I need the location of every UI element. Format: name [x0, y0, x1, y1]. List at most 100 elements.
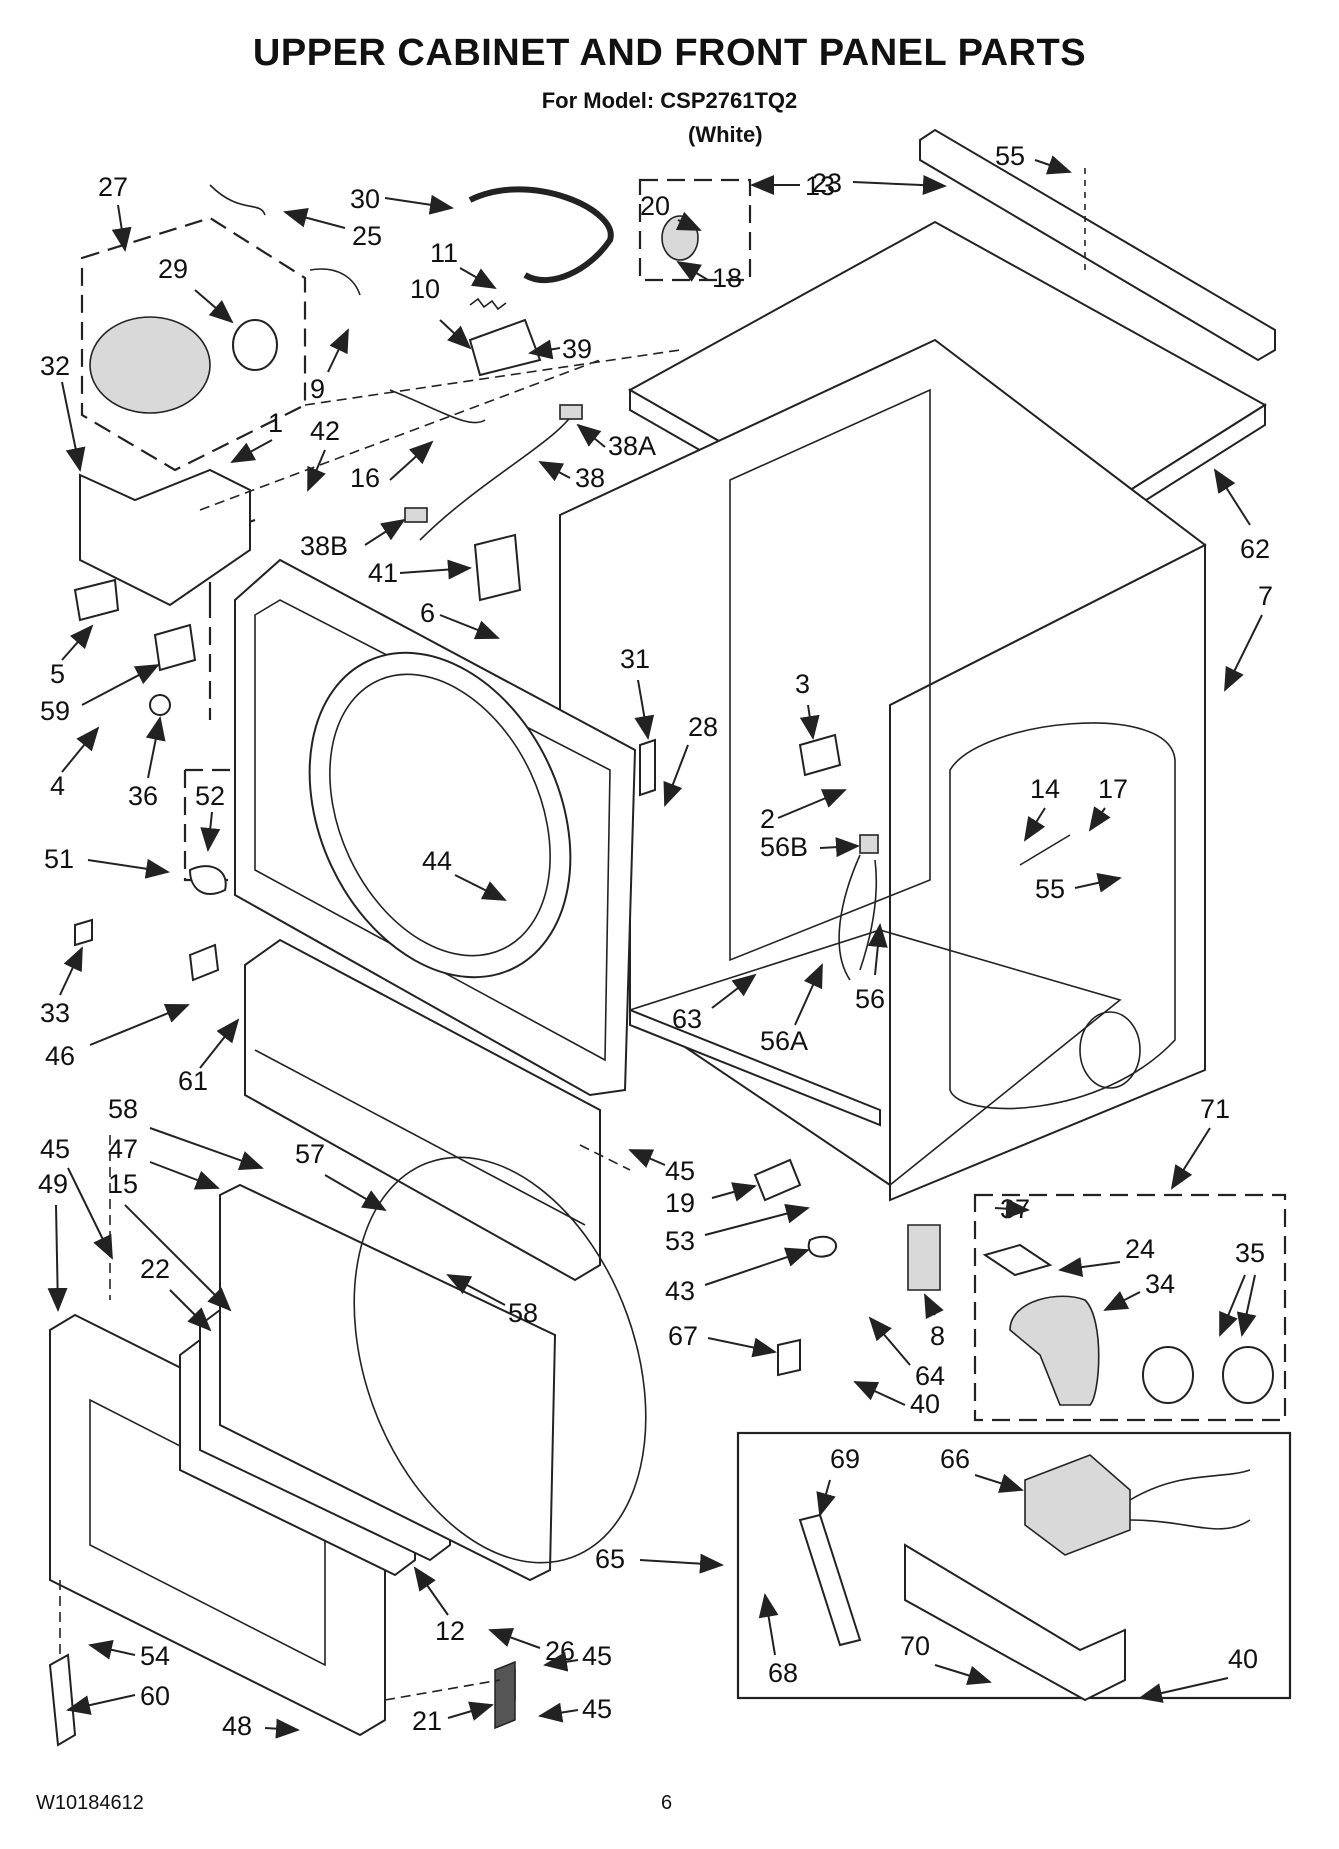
svg-text:54: 54: [140, 1641, 170, 1671]
svg-text:47: 47: [108, 1134, 138, 1164]
svg-text:13: 13: [805, 171, 835, 201]
vertical-bracket-31: [639, 738, 656, 797]
svg-text:58: 58: [508, 1298, 538, 1328]
svg-text:55: 55: [995, 141, 1025, 171]
grommet: [807, 1235, 838, 1258]
svg-text:55: 55: [1035, 874, 1065, 904]
svg-text:63: 63: [672, 1004, 702, 1034]
exhaust-group-box: [973, 1193, 1287, 1422]
svg-text:16: 16: [350, 463, 380, 493]
svg-text:10: 10: [410, 274, 440, 304]
svg-text:29: 29: [158, 254, 188, 284]
door-strike: [188, 943, 220, 982]
door-seal: [353, 1156, 647, 1564]
wire-clip-67: [777, 1338, 801, 1377]
svg-text:56: 56: [855, 984, 885, 1014]
svg-text:36: 36: [128, 781, 158, 811]
svg-text:6: 6: [420, 598, 435, 628]
outer-door: [49, 1313, 386, 1737]
svg-text:61: 61: [178, 1066, 208, 1096]
clip-17: [1019, 834, 1071, 866]
idler-group-box: [638, 178, 752, 282]
svg-text:14: 14: [1030, 774, 1060, 804]
svg-text:57: 57: [295, 1139, 325, 1169]
svg-text:3: 3: [795, 669, 810, 699]
door-liner: [219, 1183, 557, 1582]
svg-text:27: 27: [98, 172, 128, 202]
svg-text:38B: 38B: [300, 531, 348, 561]
callout-labels: 27 29 30 25 11 10 20 13 18 23 55 9 39 32…: [38, 141, 1273, 1741]
wire-harness-16: [389, 389, 486, 424]
svg-text:42: 42: [310, 416, 340, 446]
svg-text:22: 22: [140, 1254, 170, 1284]
svg-text:21: 21: [412, 1706, 442, 1736]
toe-panel: [244, 938, 601, 1282]
exhaust-plate: [982, 1243, 1053, 1277]
svg-text:5: 5: [50, 659, 65, 689]
model-number: For Model: CSP2761TQ2: [541, 88, 798, 113]
svg-text:38A: 38A: [608, 431, 656, 461]
document-number: W10184612: [36, 1792, 144, 1814]
motor-strap: [309, 268, 361, 296]
idler-bracket: [468, 318, 542, 377]
drive-motor: [89, 316, 211, 414]
svg-text:53: 53: [665, 1226, 695, 1256]
svg-text:17: 17: [1098, 774, 1128, 804]
svg-text:8: 8: [930, 1321, 945, 1351]
svg-text:35: 35: [1235, 1238, 1265, 1268]
door-handle: [48, 1653, 77, 1747]
svg-text:28: 28: [688, 712, 718, 742]
door-switch: [153, 623, 197, 672]
svg-text:43: 43: [665, 1276, 695, 1306]
svg-text:51: 51: [44, 844, 74, 874]
svg-text:33: 33: [40, 998, 70, 1028]
svg-text:1: 1: [268, 408, 283, 438]
motor-wire: [209, 184, 266, 216]
svg-text:71: 71: [1200, 1094, 1230, 1124]
svg-text:18: 18: [712, 263, 742, 293]
wire-harness-38: [419, 409, 576, 541]
svg-text:45: 45: [582, 1694, 612, 1724]
exhaust-opening: [1079, 1011, 1141, 1089]
motor-group-box: [80, 216, 307, 472]
svg-text:7: 7: [1258, 581, 1273, 611]
svg-text:65: 65: [595, 1544, 625, 1574]
svg-text:62: 62: [1240, 534, 1270, 564]
page-title: UPPER CABINET AND FRONT PANEL PARTS: [252, 32, 1087, 74]
svg-text:12: 12: [435, 1616, 465, 1646]
svg-text:67: 67: [668, 1321, 698, 1351]
exhaust-duct-cap-1: [1142, 1346, 1194, 1404]
svg-text:41: 41: [368, 558, 398, 588]
motor-pulley: [232, 319, 278, 371]
timer-assembly: [1024, 1454, 1131, 1556]
hinge-21: [494, 1660, 516, 1730]
idler-spring: [469, 297, 507, 311]
svg-text:40: 40: [910, 1389, 940, 1419]
cabinet-base: [629, 929, 1122, 1186]
svg-text:45: 45: [40, 1134, 70, 1164]
page-number: 6: [661, 1792, 673, 1814]
wire-clip: [188, 865, 227, 895]
svg-text:58: 58: [108, 1094, 138, 1124]
svg-text:30: 30: [350, 184, 380, 214]
svg-text:20: 20: [640, 191, 670, 221]
cabinet-bracket-3: [798, 733, 842, 777]
harness-connector-38a: [559, 404, 583, 420]
exhaust-duct-cap-2: [1222, 1346, 1274, 1404]
washer: [149, 694, 171, 716]
svg-text:44: 44: [422, 846, 452, 876]
svg-text:19: 19: [665, 1188, 695, 1218]
svg-text:56A: 56A: [760, 1026, 808, 1056]
exhaust-duct: [1009, 1295, 1100, 1406]
svg-text:32: 32: [40, 351, 70, 381]
svg-text:64: 64: [915, 1361, 945, 1391]
front-panel-inner: [254, 599, 611, 1062]
svg-text:69: 69: [830, 1444, 860, 1474]
cabinet-side-panel-detail: [949, 722, 1176, 1110]
model-color: (White): [688, 122, 763, 147]
svg-text:25: 25: [352, 221, 382, 251]
control-panel-assembly: [904, 1543, 1126, 1702]
control-group-box: [736, 1431, 1292, 1700]
front-panel-opening-inner: [329, 673, 551, 957]
